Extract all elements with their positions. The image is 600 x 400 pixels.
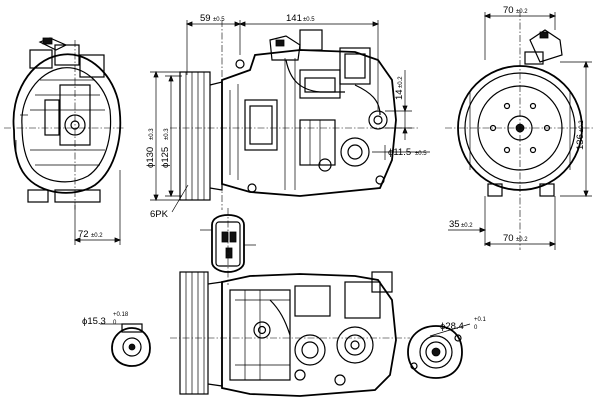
dim-phi28-4-tol-lower: 0 <box>474 325 478 331</box>
dim-72: 72 ±0.2 <box>73 170 122 245</box>
connector-detail <box>200 214 256 273</box>
dim-35: 35 ±0.2 <box>448 196 487 246</box>
dim-14-tol: ±0.2 <box>398 76 404 88</box>
dim-35-tol: ±0.2 <box>461 223 473 229</box>
fitting-left <box>100 323 151 367</box>
dim-70-bottom-tol: ±0.2 <box>516 237 528 243</box>
dim-14-label: 14 <box>394 89 405 100</box>
dim-phi11-5: ϕ11.5 ±0.5 <box>372 145 430 160</box>
dim-phi15-3: ϕ15.3 +0.18 0 <box>82 312 129 327</box>
dim-59: 59 ±0.5 <box>185 13 242 75</box>
dim-phi130-tol: ±0.3 <box>149 128 155 140</box>
dim-phi130: ϕ130 ±0.3 <box>145 70 182 202</box>
dim-136-label: 136 <box>575 134 586 150</box>
pulley-profile-bottom <box>179 271 223 395</box>
dim-phi125: ϕ125 ±0.3 <box>160 74 182 198</box>
fitting-right <box>407 323 471 379</box>
dim-phi15-3-tol-upper: +0.18 <box>113 312 129 318</box>
dim-phi11-5-label: ϕ11.5 <box>388 147 411 158</box>
dim-phi15-3-label: ϕ15.3 <box>82 316 106 327</box>
dim-141-label: 141 <box>286 13 302 24</box>
dim-70-top: 70 ±0.2 <box>483 5 557 60</box>
dim-phi15-3-tol-lower: 0 <box>113 320 117 326</box>
dim-136-tol: ±0.2 <box>579 120 585 132</box>
dim-14: 14 ±0.2 <box>385 70 412 140</box>
label-6pk: 6PK <box>150 184 189 220</box>
dim-72-label: 72 <box>78 229 89 240</box>
pulley-profile <box>179 71 223 201</box>
dim-35-label: 35 <box>449 219 460 230</box>
dim-70-top-label: 70 <box>503 5 514 16</box>
dim-59-tol: ±0.5 <box>213 17 225 23</box>
dim-141-tol: ±0.5 <box>303 17 315 23</box>
dim-phi28-4-label: ϕ28.4 <box>440 321 464 332</box>
dim-136: 136 ±0.2 <box>560 60 592 198</box>
compressor-body-top <box>221 29 397 197</box>
dim-phi125-tol: ±0.3 <box>164 128 170 140</box>
left-side-view <box>4 37 125 210</box>
dim-70-bottom-label: 70 <box>503 233 514 244</box>
dim-phi125-label: ϕ125 <box>160 147 171 168</box>
dim-141: 141 ±0.5 <box>238 13 380 110</box>
dim-70-top-tol: ±0.2 <box>516 9 528 15</box>
dim-phi130-label: ϕ130 <box>145 147 156 168</box>
belt-type-label: 6PK <box>150 209 169 220</box>
dim-70-bottom: 70 ±0.2 <box>483 196 557 250</box>
dim-phi28-4: ϕ28.4 +0.1 0 <box>440 317 487 332</box>
dim-59-label: 59 <box>200 13 211 24</box>
dim-phi11-5-tol: ±0.5 <box>415 151 427 157</box>
dim-phi28-4-tol-upper: +0.1 <box>474 317 487 323</box>
compressor-body-bottom <box>221 271 397 397</box>
dim-72-tol: ±0.2 <box>91 233 103 239</box>
